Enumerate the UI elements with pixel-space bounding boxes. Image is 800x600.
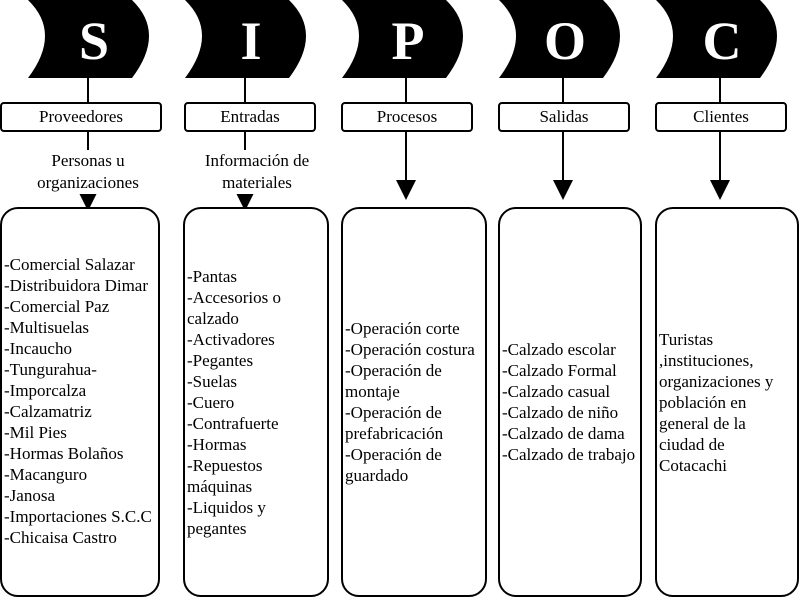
list-item: -Janosa [4,486,55,505]
list-item: -Imporcalza [4,381,87,400]
content-box-proveedores: -Comercial Salazar -Distribuidora Dimar -C… [0,207,160,597]
header-box-salidas: Salidas [498,102,630,132]
chevron-shape-i [185,0,306,78]
header-box-clientes: Clientes [655,102,787,132]
list-item: -Liquidos y pegantes [187,497,266,538]
clients-description: Turistas ,instituciones, organizaciones … [659,329,774,475]
list-item: -Accesorios o calzado [187,287,281,328]
list-item: -Incaucho [4,339,72,358]
list-item: -Cuero [187,392,235,412]
list-item: -Activadores [187,329,275,349]
chevron-shape-p [342,0,463,78]
list-item: -Comercial Salazar [4,255,135,274]
chevron-letter-p: P [391,11,425,71]
header-box-procesos: Procesos [341,102,473,132]
sublabel-personas: Personas u organizaciones [3,150,173,194]
header-label-salidas: Salidas [539,107,589,126]
list-item: -Contrafuerte [187,413,279,433]
header-label-entradas: Entradas [220,107,280,126]
list-item: -Operación corte [345,319,460,338]
content-box-clientes: Turistas ,instituciones, organizaciones … [655,207,799,597]
list-salidas: -Calzado escolar -Calzado Formal -Calzado … [502,339,635,465]
list-item: -Operación de montaje [345,361,442,401]
list-item: -Hormas [187,434,247,454]
chevron-letter-o: O [543,11,586,71]
list-item: -Comercial Paz [4,297,110,316]
list-item: -Calzado escolar [502,340,616,359]
list-item: -Repuestos máquinas [187,455,263,496]
list-entradas: -Pantas-Accesorios o calzado-Activadores… [187,266,325,539]
header-box-entradas: Entradas [184,102,316,132]
list-item: -Mil Pies [4,423,67,442]
header-label-proveedores: Proveedores [38,107,124,126]
list-item: -Pegantes [187,350,254,370]
list-item: -Pantas [187,266,238,286]
chevron-letter-s: S [78,11,110,71]
list-item: -Calzado de niño [502,403,619,422]
list-item: -Importaciones S.C.C [4,507,152,526]
list-item: -Tungurahua- [4,360,97,379]
header-label-clientes: Clientes [693,107,749,126]
list-item: -Macanguro [4,465,88,484]
list-item: -Multisuelas [4,318,89,337]
chevron-letter-c: C [702,11,742,71]
header-box-proveedores: Proveedores [0,102,162,132]
list-procesos: -Operación corte -Operación costura -Opera… [345,318,483,486]
list-item: -Operación de guardado [345,445,442,485]
list-item: -Calzado Formal [502,361,617,380]
header-label-procesos: Procesos [376,107,438,126]
list-item: -Calzamatriz [4,402,92,421]
chevron-shape-o [499,0,620,78]
list-item: -Operación costura [345,340,475,359]
sublabel-informacion: Información de materiales [172,150,342,194]
content-box-procesos: -Operación corte -Operación costura -Opera… [341,207,487,597]
list-proveedores: -Comercial Salazar -Distribuidora Dimar -C… [4,254,152,548]
chevron-shape-c [656,0,777,78]
chevron-shape-s [28,0,149,78]
list-item: -Calzado de dama [502,424,625,443]
content-box-salidas: -Calzado escolar -Calzado Formal -Calzado … [498,207,642,597]
list-item: -Calzado casual [502,382,611,401]
list-item: -Operación de prefabricación [345,403,444,443]
list-item: -Suelas [187,371,238,391]
list-item: -Chicaisa Castro [4,528,117,547]
chevron-letter-i: I [240,11,262,71]
list-item: -Distribuidora Dimar [4,276,148,295]
list-item: -Hormas Bolaños [4,444,124,463]
list-item: -Calzado de trabajo [502,445,636,464]
content-box-entradas: -Pantas-Accesorios o calzado-Activadores… [183,207,329,597]
